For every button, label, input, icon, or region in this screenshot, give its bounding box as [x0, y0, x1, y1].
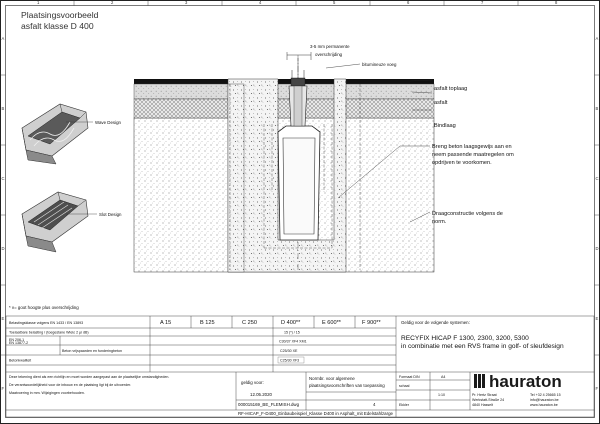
grid-col-label: 3 [185, 0, 188, 5]
email: info@hauraton.be [530, 398, 559, 402]
brand-wordmark: hauraton [489, 372, 562, 391]
norm-label-2: EN 13877-2 [9, 341, 28, 345]
systems-label: Geldig voor de volgende systemen: [401, 320, 470, 325]
load-class: A 15 [160, 320, 171, 326]
disclaimer-line2: De verantwoordelijkheid voor de inbouw e… [9, 383, 131, 387]
callout-draag-line1: Draagconstructie volgens de [432, 211, 503, 217]
grid-row-label: C [596, 176, 599, 181]
callout-beton-line1: Breng beton laagsgewijs aan en [432, 144, 512, 150]
load-classes: A 15 B 125 C 250 D 400** E 600** F 900** [160, 320, 381, 326]
callout-bindlaag: Bindlaag [434, 123, 456, 129]
load-class-header: Belastingsklasse volgens EN 1433 / EN 13… [9, 321, 83, 325]
slot-design-illustration [21, 191, 97, 253]
grid-row-label: D [2, 246, 5, 251]
hauraton-logo: hauraton [474, 372, 562, 391]
address-line2: Werkstatt-Straße 24 [472, 398, 504, 402]
grid-row-label: F [596, 386, 599, 391]
concrete-class-2: C25/30 XE [280, 349, 298, 353]
wave-design-illustration [21, 103, 93, 165]
phone: Tel +32 4 25665 15 [530, 393, 561, 397]
cross-section [133, 52, 435, 273]
grid-row-label: B [596, 106, 599, 111]
load-class: C 250 [242, 320, 257, 326]
grid-col-label: 2 [111, 0, 114, 5]
concrete-quality-label: Betonkwaliteit [9, 359, 31, 363]
concrete-row-label: Beton vrijspaarden en funderingbeton [62, 349, 122, 353]
page-number: 4 [373, 402, 376, 407]
format-label: Formaat DIN [399, 375, 420, 379]
drawing-title: Plaatsingsvoorbeeld [21, 10, 99, 20]
wave-design-label: Wave Design [95, 120, 122, 125]
grid-col-label: 1 [37, 0, 40, 5]
footnote: * v= goot hoogte plus overschrijding [9, 305, 79, 310]
grid-row-label: A [2, 36, 5, 41]
load-class: B 125 [200, 320, 215, 326]
norm-label-1: EN 206-1 [9, 338, 24, 342]
load-class: E 600** [322, 320, 342, 326]
disclaimer-line3: Maatvoering in mm. Wijzigingen voorbehou… [9, 391, 85, 395]
drawing-subtitle: asfalt klasse D 400 [21, 21, 94, 31]
grid-col-label: 8 [555, 0, 558, 5]
callout-beton-line2: neem passende maatregelen om [432, 152, 514, 158]
grid-row-label: F [2, 386, 5, 391]
load-class: D 400** [281, 320, 301, 326]
grid-row-label: D [596, 246, 599, 251]
drawing-date: 12.05.2020 [250, 392, 273, 397]
title-block [5, 315, 595, 418]
disclaimer-line1: Deze tekening dient als een richtlijn en… [9, 375, 169, 379]
format-value: A4 [441, 375, 445, 379]
grid-row-label: B [2, 106, 5, 111]
valid-for-label: geldig voor: [241, 380, 264, 385]
scale-label: schaal [399, 384, 410, 388]
file-name: RF-HICAP_F-D400_Einbaubeispiel_Klasse D4… [238, 411, 394, 416]
address-line3: 4840 Hasselt [472, 403, 493, 407]
callout-draag-line2: norm. [432, 219, 447, 225]
grid-column-labels: 1 2 3 4 5 6 7 8 [37, 0, 558, 5]
grid-col-label: 5 [333, 0, 336, 5]
grid-row-labels: A B C D E F A B C D E F [2, 36, 599, 391]
grid-row-label: E [2, 316, 5, 321]
dimension-label-line2: overschrijding [315, 52, 343, 57]
grid-ticks [0, 0, 600, 356]
callout-asfalt: asfalt [434, 100, 448, 106]
document-number: 000015169_BE_FLEMISH.dwg [238, 402, 300, 407]
concrete-class-3: C25/30 XF3 [280, 359, 299, 363]
dimension-label-line1: 3-5 mm permanente [310, 44, 350, 49]
grid-col-label: 7 [481, 0, 484, 5]
description-line2: plaatsingsvoorschriften van toepassing [309, 383, 385, 388]
concrete-class-1: C30/37 XF4 XM1 [279, 340, 307, 344]
scale-value: 1:10 [438, 393, 445, 397]
grid-row-label: E [596, 316, 599, 321]
description-line1: Normbr. voor algemene [309, 376, 355, 381]
callout-asfalt-toplaag: asfalt toplaag [434, 86, 467, 92]
slot-design-label: Slot Design [99, 212, 122, 217]
drainage-channel [277, 70, 321, 241]
website: www.hauraton.be [530, 403, 558, 407]
language-label: Ekkler [399, 403, 410, 407]
systems-line1: RECYFIX HICAP F 1300, 2300, 3200, 5300 [401, 335, 529, 342]
address-line1: Pr. Hertz Straat [472, 393, 497, 397]
grid-row-label: C [2, 176, 5, 181]
load-row-value: 15 (*) / 15 [284, 331, 300, 335]
callout-beton-line3: opdrijven te voorkomen. [432, 160, 492, 166]
load-class: F 900** [362, 320, 381, 326]
grid-row-label: A [596, 36, 599, 41]
grid-col-label: 4 [259, 0, 262, 5]
callout-bitumen: bitumineuze voeg [362, 62, 397, 67]
callout-leaders [325, 63, 433, 223]
systems-line2: in combinatie met een RVS frame in golf-… [401, 343, 564, 350]
load-row-label: Toelaatbare belasting / (toegestane Wiel… [9, 331, 89, 335]
grid-col-label: 6 [407, 0, 410, 5]
